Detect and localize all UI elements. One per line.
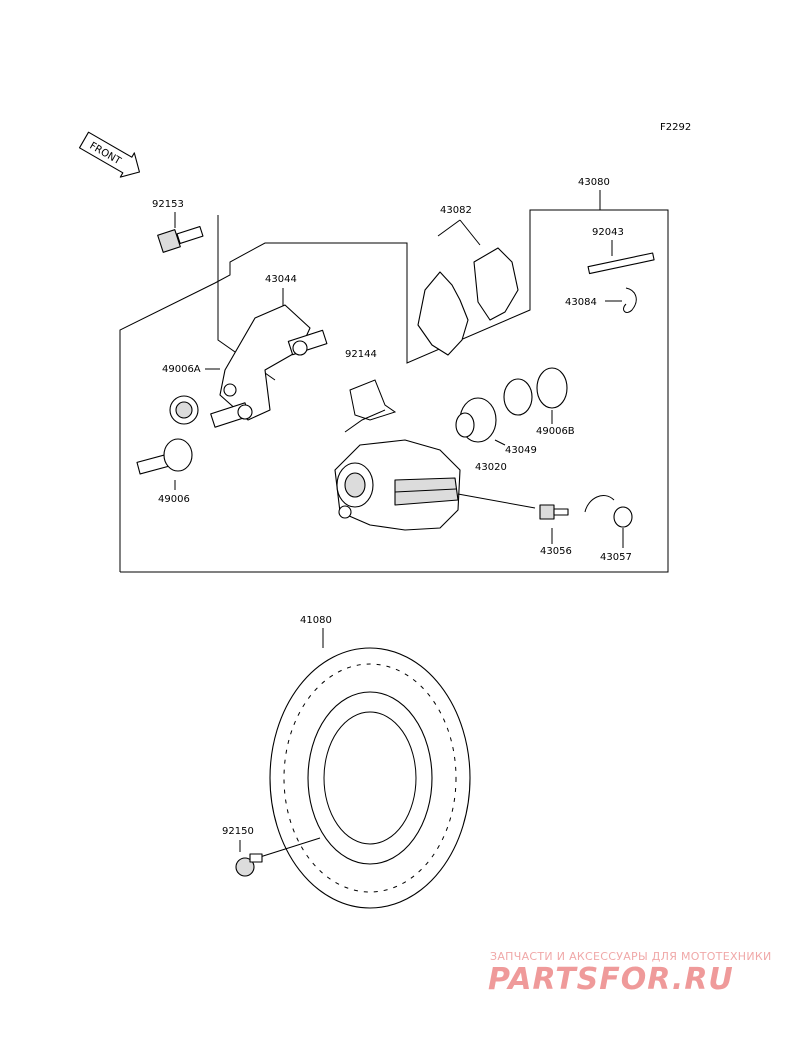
label-43044: 43044 [265, 274, 297, 285]
label-92144: 92144 [345, 349, 377, 360]
label-43056: 43056 [540, 546, 572, 557]
label-43049: 43049 [505, 445, 537, 456]
seal-49006B [503, 367, 568, 416]
watermark-logo: PARTSFOR.RU [488, 962, 734, 997]
pin-92043 [587, 252, 655, 275]
caliper-assembly-outline [119, 209, 669, 573]
label-43080: 43080 [578, 177, 610, 188]
label-92150: 92150 [222, 826, 254, 837]
disc-bolt-92150 [235, 853, 263, 877]
label-92153: 92153 [152, 199, 184, 210]
watermark-tagline: ЗАПЧАСТИ И АКСЕССУАРЫ ДЛЯ МОТОТЕХНИКИ [490, 950, 772, 963]
front-arrow-icon: FRONT [78, 131, 140, 178]
pin-boot-49006 [136, 438, 193, 475]
diagram-code: F2292 [660, 122, 691, 133]
label-49006B: 49006B [536, 426, 575, 437]
piston-43049 [455, 397, 497, 443]
label-43084: 43084 [565, 297, 597, 308]
brake-pads [417, 247, 519, 356]
label-49006A: 49006A [162, 364, 201, 375]
pad-spring-92144 [344, 379, 397, 433]
label-41080: 41080 [300, 615, 332, 626]
label-43057: 43057 [600, 552, 632, 563]
label-43082: 43082 [440, 205, 472, 216]
caliper-body-43020 [334, 439, 461, 531]
brake-disc-41080 [269, 647, 471, 909]
bolt-92153 [157, 225, 204, 253]
boot-49006A [169, 395, 199, 425]
bleeder-valve-43056 [539, 504, 569, 520]
label-43020: 43020 [475, 462, 507, 473]
clip-43084 [623, 287, 637, 313]
label-92043: 92043 [592, 227, 624, 238]
caliper-bracket-43044 [210, 304, 328, 428]
label-49006: 49006 [158, 494, 190, 505]
bleeder-cap-43057 [584, 495, 633, 528]
